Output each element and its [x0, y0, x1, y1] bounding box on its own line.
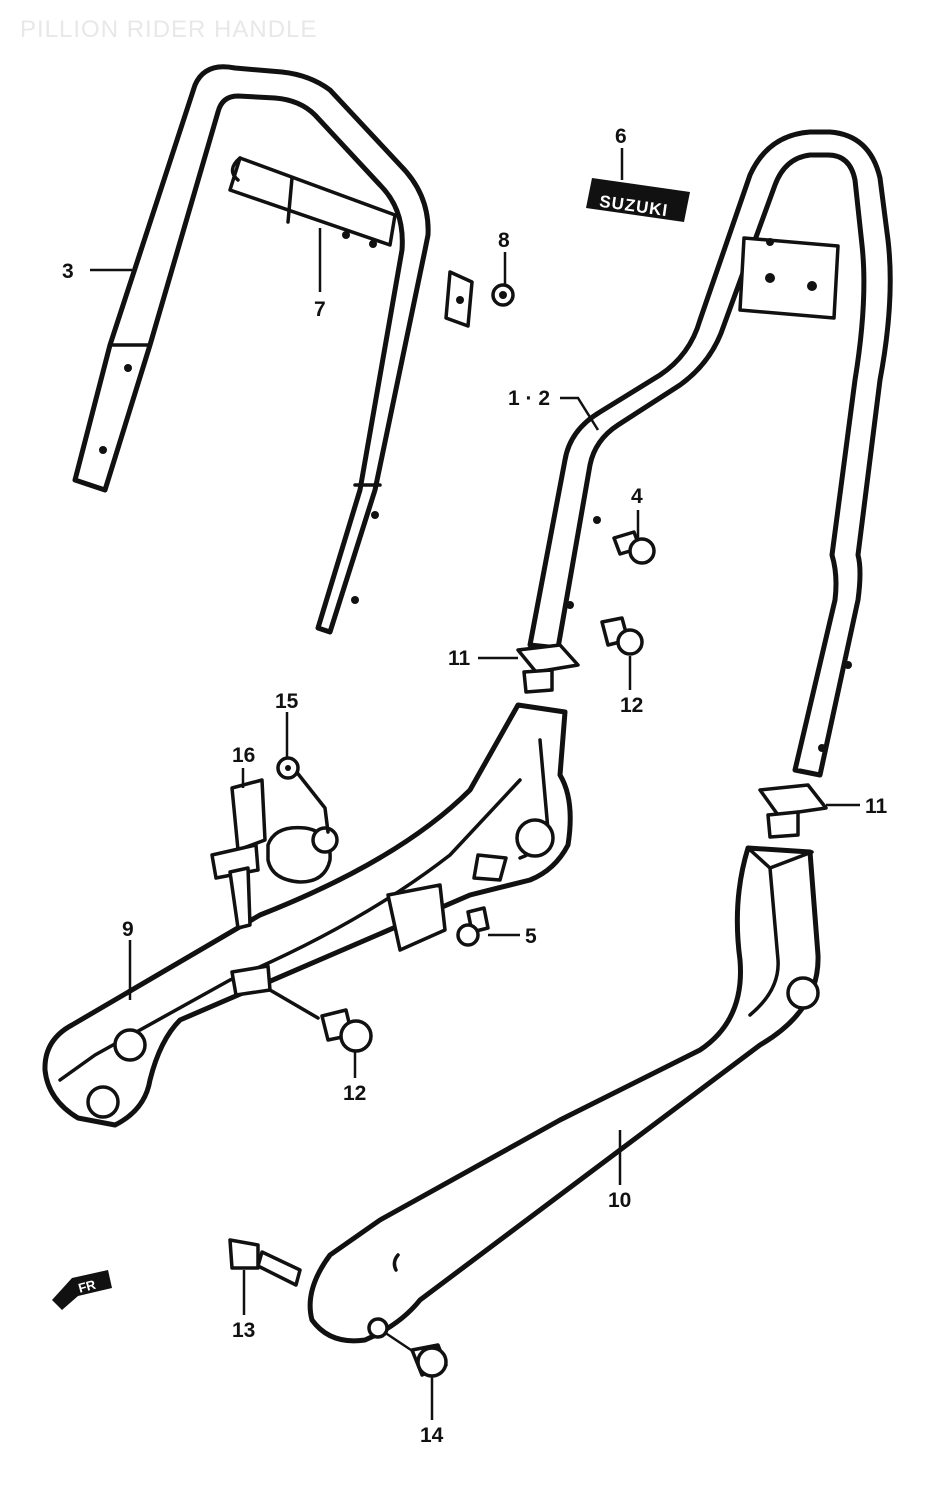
clip-part-11-lower: [758, 783, 828, 839]
callout-labels: 3 7 8 6 1 · 2 4 11 12 11 15 16 5 9 12 10…: [62, 125, 888, 1447]
callout-14: 14: [420, 1424, 444, 1447]
front-direction-arrow: FR: [52, 1270, 112, 1310]
nut-part-14: [383, 1330, 448, 1378]
callout-9: 9: [122, 918, 134, 941]
callout-6: 6: [615, 125, 627, 148]
bolt-part-4: [612, 530, 656, 565]
callout-16: 16: [232, 744, 255, 767]
diagram-title: PILLION RIDER HANDLE: [20, 16, 318, 43]
callout-4: 4: [631, 485, 643, 508]
callout-5: 5: [525, 925, 537, 948]
callout-15: 15: [275, 690, 299, 713]
front-arrow-label: FR: [77, 1277, 98, 1296]
bolt-part-12-lower: [268, 988, 373, 1053]
callout-12-upper: 12: [620, 694, 643, 717]
plate-and-screw-part-8: [444, 270, 515, 328]
callout-12-lower: 12: [343, 1082, 366, 1105]
callout-7: 7: [314, 298, 326, 321]
callout-1-2: 1 · 2: [508, 387, 550, 410]
lock-assembly-part-16: [210, 778, 339, 930]
handle-bar-part-3: [72, 64, 431, 635]
callout-11-upper: 11: [448, 647, 471, 670]
callout-13: 13: [232, 1319, 255, 1342]
callout-8: 8: [498, 229, 510, 252]
bolt-part-13: [228, 1238, 302, 1287]
emblem-part-6: SUZUKI: [586, 178, 690, 222]
grab-handle-part-1-2: [527, 129, 893, 778]
callout-11-lower: 11: [865, 795, 888, 818]
clip-part-11-upper: [516, 643, 580, 694]
bracket-plate-part-7: [228, 156, 397, 248]
support-arm-part-9: [42, 702, 573, 1128]
leader-lines: [90, 148, 860, 1420]
screw-part-15: [276, 756, 330, 834]
callout-10: 10: [608, 1189, 631, 1212]
bolt-part-12-upper: [600, 616, 644, 656]
support-arm-part-10: [307, 845, 821, 1344]
bolt-part-5: [456, 906, 490, 947]
callout-3: 3: [62, 260, 74, 283]
